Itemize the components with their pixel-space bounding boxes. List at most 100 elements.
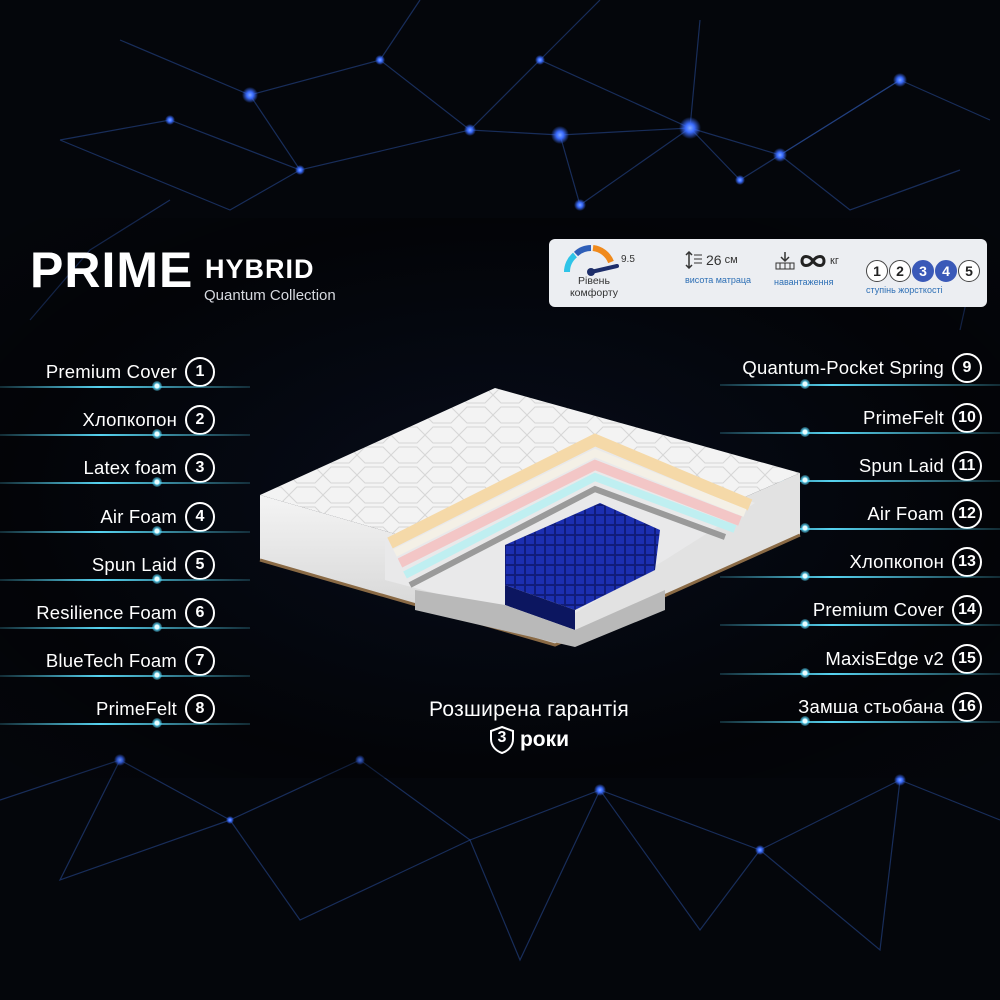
spec-panel: 9.5 Рівень комфорту 26 см висота матраца xyxy=(549,239,987,307)
layer-label-14: Premium Cover 14 xyxy=(813,595,982,625)
firmness-level-1: 1 xyxy=(866,260,888,282)
layer-name: Air Foam xyxy=(100,506,177,527)
layer-number: 9 xyxy=(952,353,982,383)
load-caption: навантаження xyxy=(774,277,834,287)
layer-name: Premium Cover xyxy=(812,599,944,620)
firmness-level-5: 5 xyxy=(958,260,980,282)
layer-number: 4 xyxy=(185,502,215,532)
pointer-dot xyxy=(152,574,162,584)
pointer-dot xyxy=(800,571,810,581)
height-spec: 26 см висота матраца xyxy=(685,251,751,285)
pointer-line xyxy=(0,531,250,533)
comfort-label-line2: комфорту xyxy=(569,287,619,299)
height-arrows-icon xyxy=(685,251,702,269)
layer-number: 15 xyxy=(952,644,982,674)
layer-number: 10 xyxy=(952,403,982,433)
layer-name: MaxisEdge v2 xyxy=(825,648,944,669)
layer-number: 11 xyxy=(952,451,982,481)
height-unit: см xyxy=(724,254,738,266)
pointer-line xyxy=(720,624,1000,626)
layer-label-10: PrimeFelt 10 xyxy=(863,403,982,433)
pointer-dot xyxy=(152,381,162,391)
comfort-gauge-icon xyxy=(563,245,619,276)
pointer-dot xyxy=(800,619,810,629)
pointer-line xyxy=(0,675,250,677)
comfort-label-line1: Рівень xyxy=(578,275,610,287)
layer-number: 14 xyxy=(952,595,982,625)
warranty-years-number: 3 xyxy=(497,729,507,746)
layer-name: Quantum-Pocket Spring xyxy=(742,357,944,378)
comfort-label: Рівень комфорту xyxy=(563,275,625,299)
layer-number: 16 xyxy=(952,692,982,722)
pointer-line xyxy=(0,482,250,484)
layer-label-15: MaxisEdge v2 15 xyxy=(825,644,982,674)
mattress-cutaway-image xyxy=(259,388,801,647)
warranty-years-word: роки xyxy=(519,728,570,751)
layer-name: Хлопкопон xyxy=(82,409,177,430)
layer-label-16: Замша стьобана 16 xyxy=(798,692,982,722)
pointer-line xyxy=(720,432,1000,434)
pointer-line xyxy=(0,579,250,581)
layer-number: 13 xyxy=(952,547,982,577)
pointer-dot xyxy=(152,622,162,632)
layer-label-11: Spun Laid 11 xyxy=(859,451,982,481)
layer-label-12: Air Foam 12 xyxy=(867,499,982,529)
shield-icon: 3 xyxy=(489,725,515,755)
layer-name: Premium Cover xyxy=(45,361,177,382)
pointer-line xyxy=(0,723,250,725)
load-weight-icon xyxy=(775,252,795,270)
infinity-icon xyxy=(800,255,826,267)
layer-number: 8 xyxy=(185,694,215,724)
layer-number: 1 xyxy=(185,357,215,387)
layer-name: Spun Laid xyxy=(91,554,177,575)
pointer-line xyxy=(0,434,250,436)
layer-label-7: BlueTech Foam 7 xyxy=(46,646,215,676)
layer-label-9: Quantum-Pocket Spring 9 xyxy=(742,353,982,383)
pointer-line xyxy=(0,386,250,388)
layer-name: Хлопкопон xyxy=(849,551,944,572)
layer-label-1: Premium Cover 1 xyxy=(46,357,215,387)
pointer-dot xyxy=(152,670,162,680)
layer-number: 2 xyxy=(185,405,215,435)
pointer-dot xyxy=(800,716,810,726)
warranty-block: Розширена гарантія 3 роки xyxy=(409,698,649,755)
pointer-dot xyxy=(152,526,162,536)
load-spec: кг навантаження xyxy=(774,251,839,287)
layer-number: 7 xyxy=(185,646,215,676)
pointer-dot xyxy=(800,475,810,485)
pointer-dot xyxy=(800,668,810,678)
layer-label-2: Хлопкопон 2 xyxy=(82,405,215,435)
height-caption: висота матраца xyxy=(685,275,752,285)
layer-number: 12 xyxy=(952,499,982,529)
pointer-dot xyxy=(152,477,162,487)
title-prime: PRIME xyxy=(30,242,194,298)
pointer-line xyxy=(720,384,1000,386)
layer-name: Resilience Foam xyxy=(36,602,177,623)
layer-name: Spun Laid xyxy=(858,455,944,476)
pointer-line xyxy=(720,480,1000,482)
pointer-dot xyxy=(800,379,810,389)
pointer-line xyxy=(0,627,250,629)
height-value: 26 xyxy=(706,252,722,268)
layer-number: 5 xyxy=(185,550,215,580)
pointer-line xyxy=(720,721,1000,723)
pointer-line xyxy=(720,673,1000,675)
layer-number: 6 xyxy=(185,598,215,628)
warranty-text: Розширена гарантія xyxy=(428,698,630,721)
pointer-line xyxy=(720,528,1000,530)
layer-name: BlueTech Foam xyxy=(45,650,177,671)
firmness-scale: 1 2 3 4 5 xyxy=(866,260,980,282)
layer-label-6: Resilience Foam 6 xyxy=(36,598,215,628)
title-hybrid: HYBRID xyxy=(205,254,315,284)
firmness-level-2: 2 xyxy=(889,260,911,282)
layer-name: Замша стьобана xyxy=(798,696,944,717)
layer-number: 3 xyxy=(185,453,215,483)
layer-name: Air Foam xyxy=(867,503,944,524)
load-unit: кг xyxy=(830,255,839,267)
layer-name: Latex foam xyxy=(83,457,177,478)
pointer-line xyxy=(720,576,1000,578)
layer-label-13: Хлопкопон 13 xyxy=(849,547,982,577)
firmness-level-4: 4 xyxy=(935,260,957,282)
layer-name: PrimeFelt xyxy=(863,407,944,428)
pointer-dot xyxy=(152,718,162,728)
